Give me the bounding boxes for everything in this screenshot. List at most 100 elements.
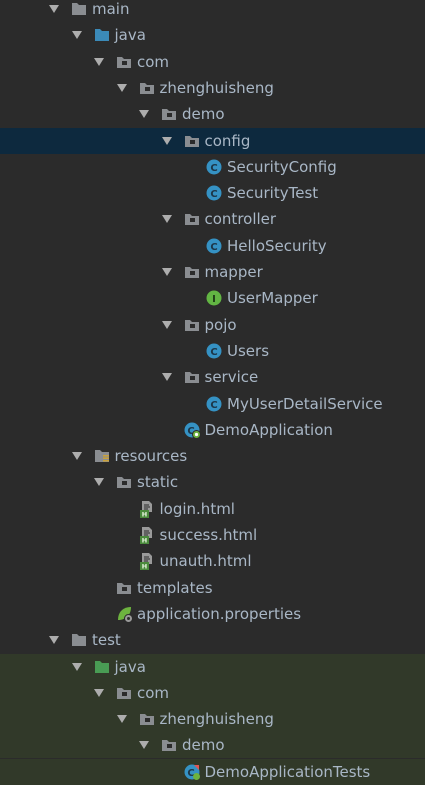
package-icon bbox=[115, 53, 133, 71]
expand-arrow-icon[interactable] bbox=[93, 56, 105, 68]
tree-item-label: HelloSecurity bbox=[227, 236, 327, 255]
expand-arrow-icon[interactable] bbox=[161, 371, 173, 383]
tree-row-templates[interactable]: templates bbox=[0, 575, 425, 601]
spring-boot-test-class-icon: C bbox=[183, 763, 201, 781]
class-icon: C bbox=[205, 395, 223, 413]
class-icon: C bbox=[205, 184, 223, 202]
expand-arrow-icon[interactable] bbox=[48, 634, 60, 646]
tree-row-resources[interactable]: resources bbox=[0, 443, 425, 469]
tree-item-label: application.properties bbox=[137, 604, 302, 623]
class-icon: C bbox=[205, 158, 223, 176]
tree-row-static[interactable]: static bbox=[0, 469, 425, 495]
tree-item-label: DemoApplication bbox=[204, 420, 333, 439]
package-icon bbox=[183, 210, 201, 228]
tree-item-label: zhenghuisheng bbox=[159, 710, 274, 729]
svg-text:C: C bbox=[210, 189, 217, 200]
tree-item-label: zhenghuisheng bbox=[159, 78, 274, 97]
tree-item-label: service bbox=[204, 368, 259, 387]
resources-folder-icon bbox=[93, 447, 111, 465]
tree-item-label: test bbox=[92, 631, 121, 650]
tree-item-label: unauth.html bbox=[159, 552, 252, 571]
expand-arrow-icon[interactable] bbox=[93, 687, 105, 699]
html-file-icon: H bbox=[138, 526, 156, 544]
package-icon bbox=[183, 132, 201, 150]
package-icon bbox=[160, 736, 178, 754]
svg-text:H: H bbox=[141, 563, 146, 571]
expand-arrow-icon[interactable] bbox=[116, 713, 128, 725]
interface-icon: I bbox=[205, 289, 223, 307]
tree-item-label: login.html bbox=[159, 499, 235, 518]
expand-arrow-icon[interactable] bbox=[138, 108, 150, 120]
svg-text:C: C bbox=[210, 163, 217, 174]
expand-arrow-icon[interactable] bbox=[71, 450, 83, 462]
tree-item-label: mapper bbox=[204, 263, 263, 281]
spring-boot-class-icon: C bbox=[183, 421, 201, 439]
tree-item-label: templates bbox=[137, 578, 213, 597]
tree-row-application-properties[interactable]: application.properties bbox=[0, 601, 425, 627]
expand-arrow-icon[interactable] bbox=[161, 266, 173, 278]
tree-item-label: SecurityTest bbox=[227, 184, 319, 203]
tree-row-pojo[interactable]: pojo bbox=[0, 312, 425, 338]
spring-properties-icon bbox=[115, 605, 133, 623]
class-icon: C bbox=[205, 237, 223, 255]
tree-row-com[interactable]: com bbox=[0, 679, 425, 706]
svg-text:C: C bbox=[210, 242, 217, 253]
svg-text:H: H bbox=[141, 537, 146, 545]
expand-arrow-icon[interactable] bbox=[161, 135, 173, 147]
tree-item-label: java bbox=[114, 657, 146, 676]
tree-row-mapper[interactable]: mapper bbox=[0, 259, 425, 285]
tree-row-securitytest[interactable]: C SecurityTest bbox=[0, 180, 425, 206]
expand-arrow-icon[interactable] bbox=[48, 3, 60, 15]
tree-row-config[interactable]: config bbox=[0, 127, 425, 154]
folder-icon bbox=[70, 631, 88, 649]
package-icon bbox=[115, 579, 133, 597]
tree-row-demo[interactable]: demo bbox=[0, 101, 425, 127]
tree-row-usermapper[interactable]: I UserMapper bbox=[0, 285, 425, 311]
expand-arrow-icon[interactable] bbox=[161, 319, 173, 331]
tree-item-label: pojo bbox=[204, 315, 237, 334]
svg-text:C: C bbox=[187, 768, 194, 779]
package-icon bbox=[183, 316, 201, 334]
folder-icon bbox=[70, 0, 88, 18]
expand-arrow-icon[interactable] bbox=[93, 476, 105, 488]
package-icon bbox=[138, 710, 156, 728]
tree-item-label: UserMapper bbox=[227, 289, 318, 308]
tree-row-hellosecurity[interactable]: C HelloSecurity bbox=[0, 233, 425, 259]
tree-row-controller[interactable]: controller bbox=[0, 206, 425, 232]
tree-row-java[interactable]: java bbox=[0, 653, 425, 680]
tree-item-label: java bbox=[114, 26, 146, 45]
package-icon bbox=[183, 263, 201, 281]
expand-arrow-icon[interactable] bbox=[116, 82, 128, 94]
expand-arrow-icon[interactable] bbox=[138, 739, 150, 751]
svg-text:I: I bbox=[212, 294, 216, 305]
expand-arrow-icon[interactable] bbox=[71, 29, 83, 41]
tree-row-service[interactable]: service bbox=[0, 364, 425, 390]
package-icon bbox=[138, 79, 156, 97]
tree-row-demo[interactable]: demo bbox=[0, 732, 425, 759]
test-source-folder-icon bbox=[93, 658, 111, 676]
svg-text:C: C bbox=[210, 400, 217, 411]
tree-row-zhenghuisheng[interactable]: zhenghuisheng bbox=[0, 706, 425, 733]
tree-item-label: demo bbox=[182, 736, 225, 755]
expand-arrow-icon[interactable] bbox=[161, 213, 173, 225]
package-icon bbox=[115, 684, 133, 702]
tree-row-test[interactable]: test bbox=[0, 627, 425, 653]
tree-row-main[interactable]: main bbox=[0, 0, 425, 22]
tree-row-com[interactable]: com bbox=[0, 49, 425, 75]
tree-row-zhenghuisheng[interactable]: zhenghuisheng bbox=[0, 75, 425, 101]
tree-item-label: success.html bbox=[159, 526, 258, 544]
expand-arrow-icon[interactable] bbox=[71, 661, 83, 673]
package-icon bbox=[183, 368, 201, 386]
tree-row-java[interactable]: java bbox=[0, 22, 425, 48]
tree-item-label: Users bbox=[227, 341, 270, 360]
html-file-icon: H bbox=[138, 552, 156, 571]
